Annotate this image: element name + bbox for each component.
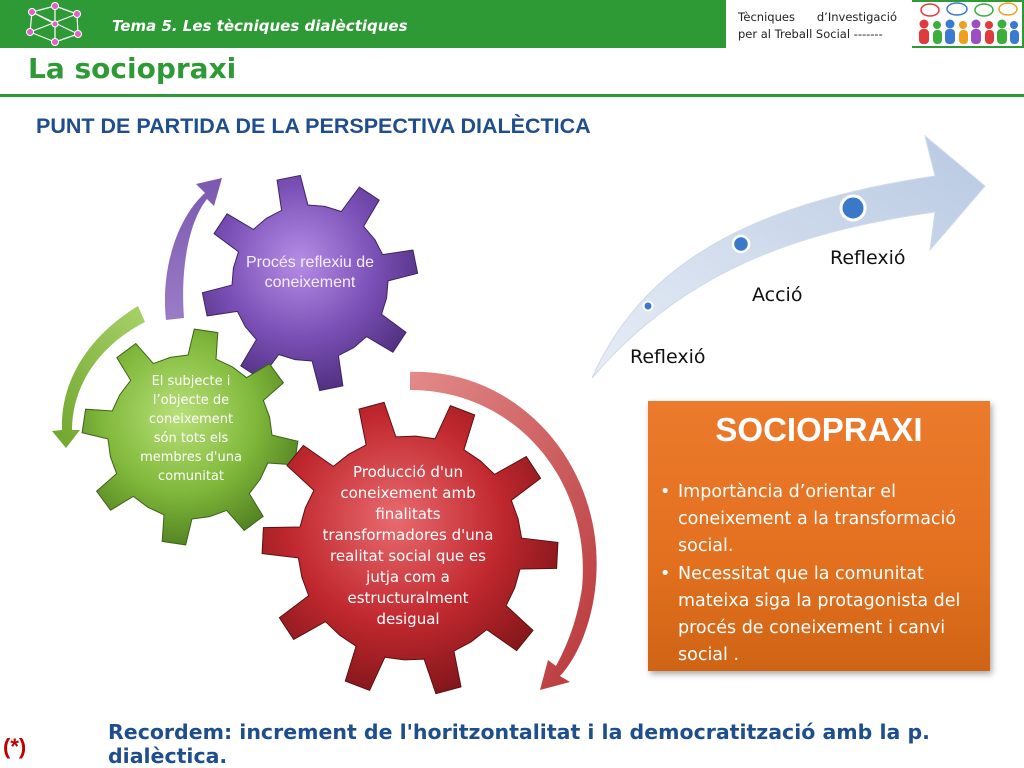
gear-purple [201,174,419,392]
sociopraxi-title: SOCIOPRAXI [715,411,923,448]
gear-red [261,401,559,695]
gear-red-label: Producció d'un coneixement amb finalitat… [322,463,494,628]
sociopraxi-points: Importància d’orientar el coneixement a … [656,479,982,670]
course-title-line: Tècniques d’Investigació [738,10,897,24]
sociopraxi-box: SOCIOPRAXI Importància d’orientar el con… [648,401,990,671]
progression-dot-medium [731,234,751,254]
progression-label: Reflexió [630,346,706,368]
section-subtitle: PUNT DE PARTIDA DE LA PERSPECTIVA DIALÈC… [36,114,591,138]
footnote-mark: (*) [3,734,27,759]
progression-arrow [591,134,986,379]
course-title: Tècniques d’Investigació per al Treball … [726,0,912,48]
gear-purple-label: Procés reflexiu de coneixement [245,254,375,291]
progression-label: Acció [752,284,803,306]
progression-dot-small [642,300,654,312]
header-bar: Tema 5. Les tècniques dialèctiques Tècni… [0,0,1024,48]
people-speech-bubbles-icon [912,2,1022,46]
cycle-arrow-red [410,371,597,690]
topic-title: Tema 5. Les tècniques dialèctiques [112,17,408,35]
progression-label: Reflexió [830,247,906,269]
title-divider [0,94,1024,97]
page-title: La sociopraxi [28,52,237,85]
gear-green [81,328,299,546]
progression-dot-large [839,194,867,222]
cycle-arrow-green [52,306,145,448]
list-item: Necessitat que la comunitat mateixa siga… [656,561,982,669]
gear-green-label: El subjecte i l’objecte de coneixement s… [140,374,242,484]
list-item: Importància d’orientar el coneixement a … [656,479,982,560]
network-graph-icon [26,2,82,46]
course-title-line: per al Treball Social ------- [738,27,883,41]
recall-note: Recordem: increment de l'horitzontalitat… [108,720,930,768]
cycle-arrow-purple [164,178,222,320]
